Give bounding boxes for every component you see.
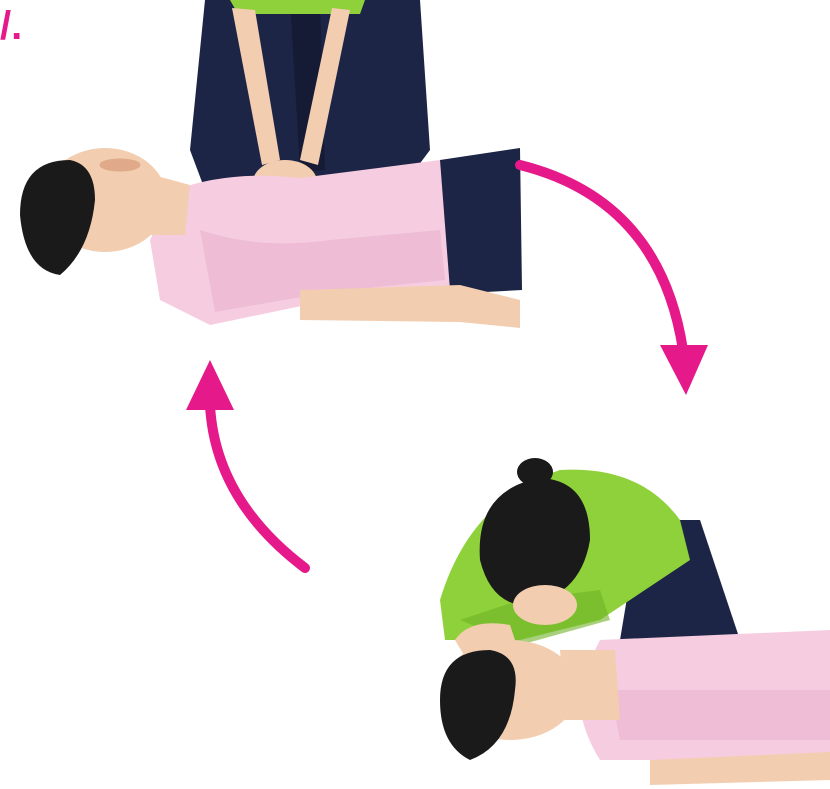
rescuer-breathing-figure <box>440 458 740 665</box>
patient-lying-figure-2 <box>440 630 830 785</box>
arrow-breaths-to-compressions <box>186 360 305 568</box>
chest-compressions-scene <box>20 0 522 328</box>
arrow-compressions-to-breaths <box>520 165 708 395</box>
rescue-breaths-scene <box>440 458 830 785</box>
